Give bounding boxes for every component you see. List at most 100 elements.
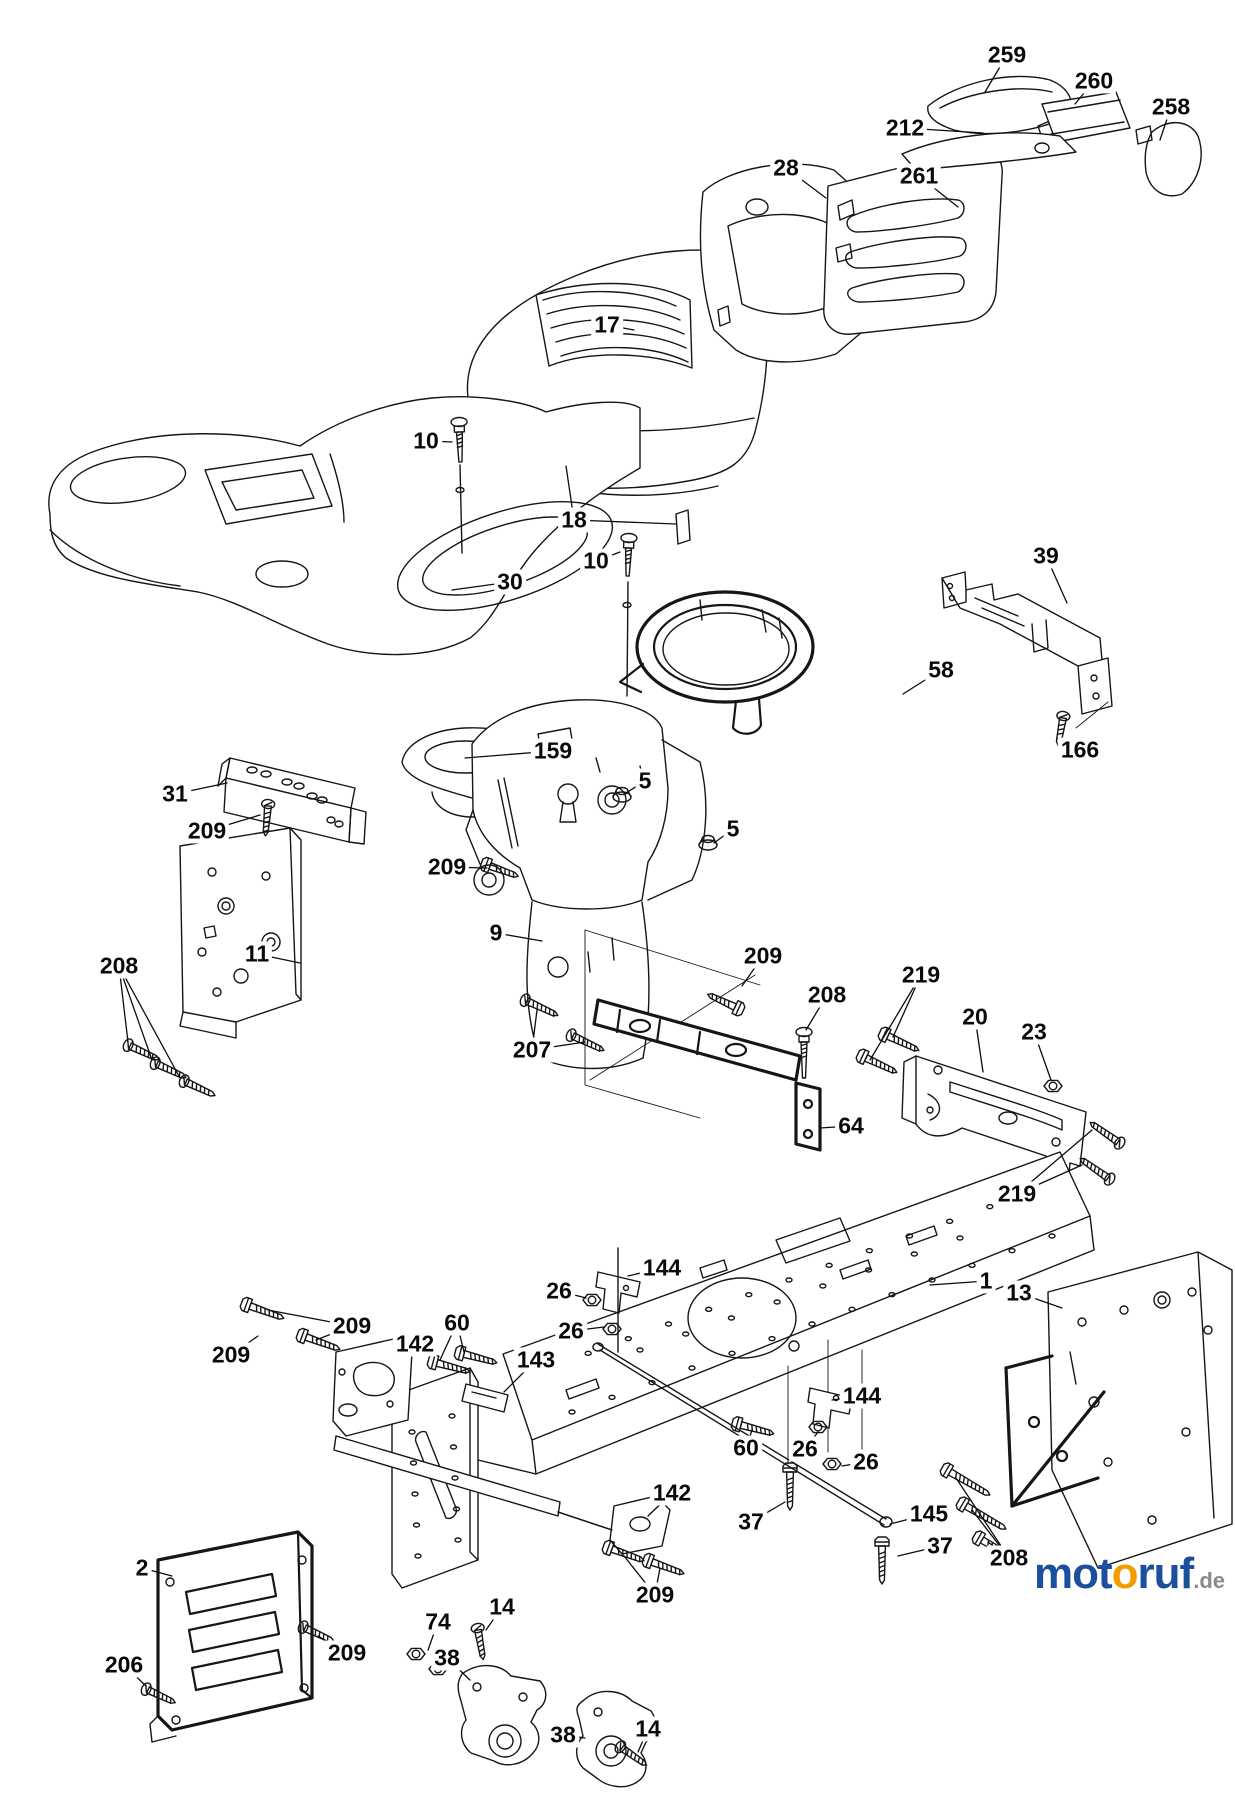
hardware-screw [1079,1157,1116,1186]
hardware-screw [470,1622,486,1661]
part-plate-13 [1004,1251,1233,1569]
hardware-nut [808,1420,828,1434]
part-callout-261-5: 261 [896,163,942,189]
part-trim-212 [901,132,1077,171]
part-plate-2 [149,1530,314,1743]
part-callout-159-16: 159 [530,738,576,764]
hardware-screw [519,993,559,1017]
motoruf-logo[interactable]: motoruf.de [1034,1552,1225,1596]
part-callout-209-15: 209 [184,818,230,844]
hardware-bolt [877,1026,920,1052]
hardware-bolt [453,1344,498,1366]
hardware-lbolt [795,1026,813,1079]
part-callout-259-0: 259 [984,42,1030,68]
hardware-bolt [295,1327,341,1351]
part-callout-74-53: 74 [422,1609,454,1635]
hardware-nut [582,1293,602,1307]
part-callout-258-2: 258 [1148,94,1194,120]
hardware-screw [260,798,276,837]
part-callout-207-22: 207 [509,1037,555,1063]
part-callout-5-18: 5 [723,816,743,842]
part-callout-60-42: 60 [730,1435,762,1461]
logo-segment-0: mot [1034,1549,1113,1598]
hardware-bolt [479,856,519,879]
part-bracket-31 [217,757,367,845]
logo-segment-1: o [1111,1549,1139,1598]
part-callout-1-31: 1 [976,1268,996,1294]
part-bracket-38a [457,1664,547,1766]
hardware-screw [565,1028,605,1052]
part-callout-60-36: 60 [441,1310,473,1336]
part-callout-209-40: 209 [208,1342,254,1368]
part-callout-17-6: 17 [591,312,623,338]
part-callout-14-57: 14 [632,1716,664,1742]
part-side-piece-258 [1135,122,1202,197]
hardware-bolt [855,1048,898,1074]
part-callout-142-45: 142 [649,1480,695,1506]
hardware-bolt [939,1462,991,1496]
hardware-screw [614,1740,648,1766]
part-callout-219-24: 219 [898,962,944,988]
part-callout-206-51: 206 [101,1652,147,1678]
part-plate-11 [179,827,302,1039]
part-ring-58 [618,590,815,735]
part-callout-219-28: 219 [994,1181,1040,1207]
hardware-lbolt [450,416,468,463]
part-callout-5-17: 5 [635,768,655,794]
hardware-nut [1043,1079,1063,1093]
hardware-screw [140,1682,176,1705]
part-fender-30 [48,396,641,656]
logo-segment-3: .de [1193,1568,1225,1593]
part-callout-26-35: 26 [555,1318,587,1344]
part-callout-38-55: 38 [431,1645,463,1671]
part-callout-260-1: 260 [1071,68,1117,94]
part-bracket-142a [332,1337,413,1437]
part-bracket-39 [941,571,1113,729]
part-bracket-143 [461,1383,509,1413]
part-callout-38-56: 38 [547,1722,579,1748]
hardware-push [698,834,718,851]
hardware-bolt [239,1296,285,1320]
part-callout-209-21: 209 [740,943,786,969]
part-callout-145-47: 145 [906,1501,952,1527]
part-frame-1 [333,1151,1095,1589]
part-callout-10-9: 10 [580,548,612,574]
part-callout-39-11: 39 [1030,543,1062,569]
hardware-nut [822,1457,842,1471]
part-callout-10-7: 10 [410,428,442,454]
hardware-bolt [707,992,746,1017]
hardware-screw [178,1074,216,1097]
part-trim-260 [1041,91,1131,143]
part-callout-14-54: 14 [486,1594,518,1620]
hardware-bolt [601,1539,645,1563]
part-callout-208-58: 208 [986,1545,1032,1571]
part-callout-23-26: 23 [1018,1019,1050,1045]
hardware-nut [406,1647,426,1661]
part-callout-31-14: 31 [159,781,191,807]
part-callout-37-48: 37 [924,1533,956,1559]
part-callout-212-3: 212 [882,115,928,141]
part-callout-18-8: 18 [558,507,590,533]
part-dash-9 [465,699,707,1070]
part-callout-28-4: 28 [770,155,802,181]
part-callout-26-44: 26 [850,1449,882,1475]
part-callout-209-52: 209 [324,1640,370,1666]
part-callout-144-33: 144 [639,1255,685,1281]
part-callout-37-46: 37 [735,1509,767,1535]
part-callout-58-12: 58 [925,657,957,683]
hardware-screw [1089,1121,1126,1150]
hardware-bolt [730,1415,775,1437]
hardware-bolt [955,1496,1007,1530]
part-callout-209-39: 209 [329,1313,375,1339]
part-callout-20-25: 20 [959,1004,991,1030]
part-callout-166-13: 166 [1057,737,1103,763]
part-grille-bar-64 [584,929,822,1152]
part-callout-2-50: 2 [132,1555,152,1581]
part-callout-208-23: 208 [804,982,850,1008]
hardware-screw [149,1056,187,1079]
part-callout-9-20: 9 [486,920,506,946]
part-bracket-38b [575,1690,657,1788]
hardware-lbolt [620,532,638,577]
part-callout-26-34: 26 [543,1278,575,1304]
